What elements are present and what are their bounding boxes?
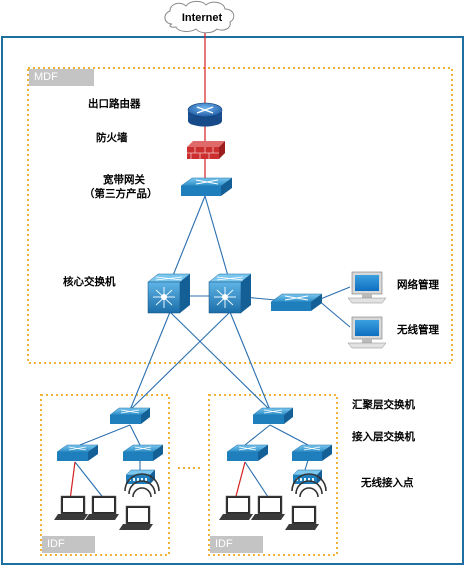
firewall-label: 防火墙 bbox=[96, 132, 128, 144]
access-switch-idf-left-1-icon bbox=[56, 444, 99, 461]
access-switch-label: 接入层交换机 bbox=[352, 431, 415, 443]
laptop-idf-right-1-icon bbox=[219, 495, 253, 520]
wireless-ap-right-icon bbox=[292, 469, 323, 484]
idf-right-tag: IDF bbox=[210, 536, 263, 553]
firewall-icon bbox=[187, 141, 225, 159]
access-red-links bbox=[69, 461, 246, 501]
wireless-management-label: 无线管理 bbox=[397, 324, 439, 336]
laptop-idf-right-3-icon bbox=[285, 505, 319, 530]
core-switch-label: 核心交换机 bbox=[63, 276, 116, 288]
laptop-idf-right-2-icon bbox=[251, 495, 285, 520]
idf-left-tag: IDF bbox=[42, 536, 95, 553]
idf-right-boundary bbox=[208, 394, 338, 556]
management-switch-icon bbox=[270, 293, 323, 311]
outer-network-boundary bbox=[1, 36, 464, 565]
network-management-pc-icon bbox=[347, 271, 387, 304]
broadband-gateway-label: 宽带网关 bbox=[103, 174, 145, 186]
aggregation-switch-left-icon bbox=[109, 407, 151, 424]
internet-label: Internet bbox=[182, 12, 223, 24]
internet-cloud-icon bbox=[164, 0, 235, 34]
core-switch-right-icon bbox=[208, 273, 252, 314]
wifi-signal-right-icon bbox=[291, 473, 327, 498]
wireless-ap-label: 无线接入点 bbox=[361, 477, 414, 489]
links bbox=[74, 195, 351, 501]
aggregation-switch-label: 汇聚层交换机 bbox=[352, 399, 415, 411]
idf-left-boundary bbox=[40, 394, 170, 556]
laptop-idf-left-2-icon bbox=[85, 495, 119, 520]
access-switch-idf-left-2-icon bbox=[122, 444, 164, 461]
egress-router-label: 出口路由器 bbox=[88, 98, 141, 110]
access-switch-idf-right-1-icon bbox=[226, 444, 269, 461]
mdf-boundary bbox=[27, 67, 453, 364]
broadband-gateway-icon bbox=[180, 177, 233, 196]
wireless-management-pc-icon bbox=[347, 316, 387, 349]
network-management-label: 网络管理 bbox=[397, 279, 439, 291]
broadband-gateway-sublabel: （第三方产品） bbox=[84, 188, 158, 200]
laptop-idf-left-3-icon bbox=[119, 505, 153, 530]
access-switch-idf-right-2-icon bbox=[291, 444, 333, 461]
core-switch-left-icon bbox=[147, 273, 191, 314]
wifi-signal-left-icon bbox=[124, 473, 160, 498]
mdf-tag: MDF bbox=[29, 69, 94, 86]
aggregation-switch-right-icon bbox=[252, 407, 294, 424]
laptop-idf-left-1-icon bbox=[54, 495, 88, 520]
router-icon bbox=[187, 102, 223, 127]
